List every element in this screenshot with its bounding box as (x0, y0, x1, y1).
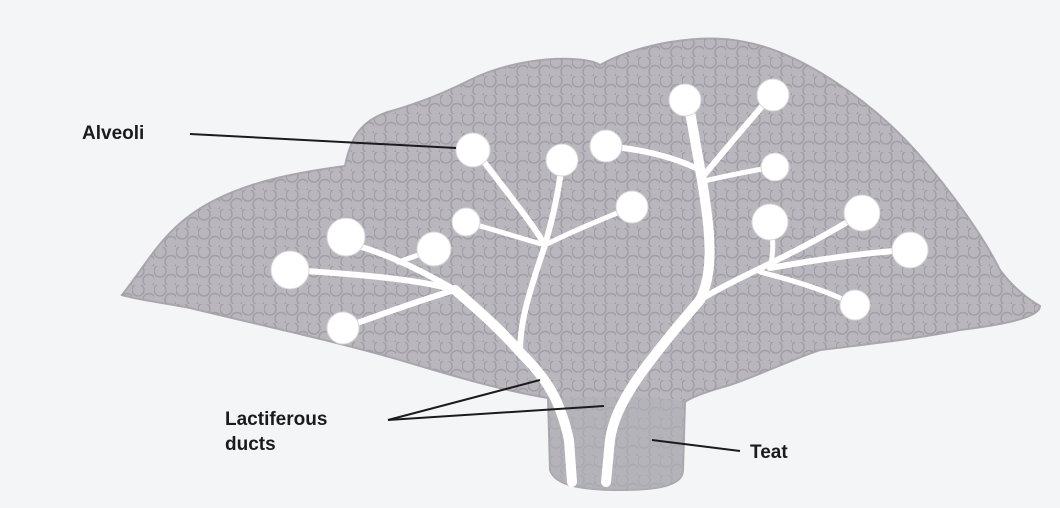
alveolus (752, 204, 788, 240)
alveolus (757, 79, 789, 111)
alveolus (616, 191, 648, 223)
alveolus (761, 153, 789, 181)
alveolus (271, 251, 309, 289)
alveolus (840, 290, 870, 320)
alveolus (327, 218, 365, 256)
label-ducts: ducts (225, 434, 276, 455)
alveolus (327, 312, 359, 344)
alveolus (417, 232, 451, 266)
label-teat: Teat (750, 442, 788, 463)
label-lactiferous: Lactiferous (225, 409, 327, 430)
label-alveoli: Alveoli (82, 123, 144, 144)
alveolus (892, 232, 928, 268)
alveolus (452, 208, 480, 236)
alveolus (669, 84, 701, 116)
alveolus (844, 195, 880, 231)
alveolus (590, 130, 622, 162)
alveolus (546, 144, 578, 176)
alveolus (456, 133, 490, 167)
